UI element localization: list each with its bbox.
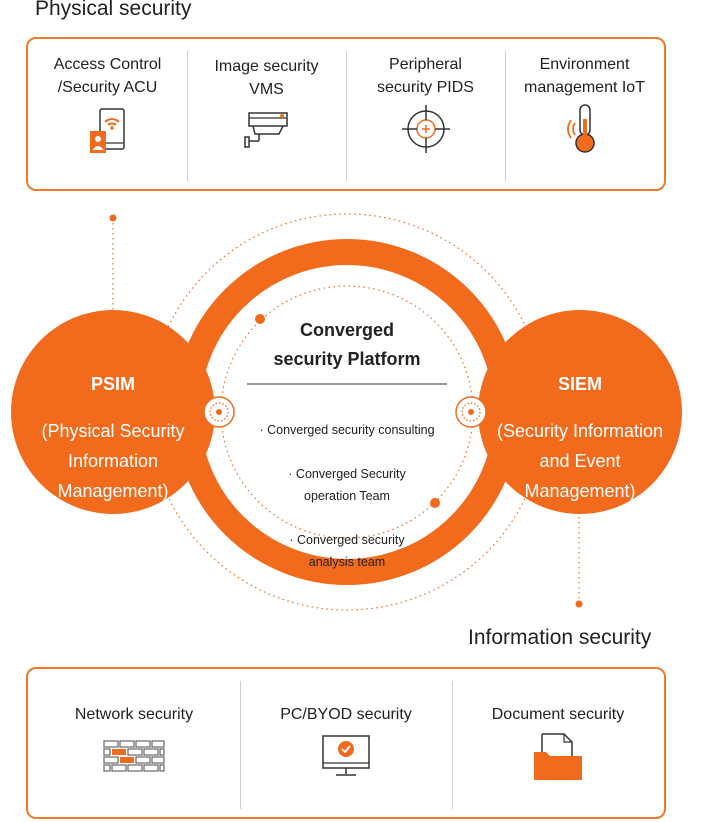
pc-byod-security-label: PC/BYOD security (280, 706, 412, 723)
environment-management-label: Environment management IoT (524, 56, 645, 96)
peripheral-security-label: Peripheral security PIDS (377, 56, 474, 96)
crosshair-icon (401, 105, 450, 153)
psim-subtitle: (Physical Security Information Managemen… (41, 421, 185, 501)
psim-text: PSIM (Physical Security Information Mana… (18, 352, 208, 524)
firewall-icon (103, 740, 165, 772)
physical-security-title: Physical security (35, 0, 192, 20)
access-control-label: Access Control /Security ACU (53, 56, 162, 96)
image-security-label: Image security VMS (214, 58, 319, 98)
image-security-item[interactable]: Image security VMS (187, 39, 346, 189)
center-title: Converged security Platform (273, 320, 421, 369)
siem-circle (478, 310, 682, 514)
orbit-dot-top (255, 314, 265, 324)
access-control-item[interactable]: Access Control /Security ACU (28, 39, 187, 189)
siem-subtitle: (Security Information and Event Manageme… (496, 421, 664, 501)
document-security-item[interactable]: Document security (452, 669, 664, 817)
document-folder-icon (534, 733, 582, 780)
siem-title: SIEM (557, 374, 602, 394)
siem-connector-dot (575, 600, 583, 608)
orbit-dot-bottom (430, 498, 440, 508)
network-security-item[interactable]: Network security (28, 669, 240, 817)
pc-byod-security-item[interactable]: PC/BYOD security (240, 669, 452, 817)
physical-security-panel: Access Control /Security ACU Image secur… (26, 37, 666, 191)
center-list-item: · Converged security consulting (259, 423, 435, 437)
psim-connector-dot (109, 214, 117, 222)
psim-circle (11, 310, 215, 514)
siem-text: SIEM (Security Information and Event Man… (480, 352, 680, 524)
information-security-panel: Network security PC/BYOD security (26, 667, 666, 819)
information-security-title: Information security (468, 626, 652, 649)
right-node-icon (455, 396, 487, 428)
center-list-item: · Converged security analysis team (289, 533, 405, 569)
cctv-camera-icon (243, 112, 288, 148)
center-list: · Converged security consulting · Conver… (237, 397, 457, 595)
psim-title: PSIM (90, 374, 135, 394)
peripheral-security-item[interactable]: Peripheral security PIDS (346, 39, 505, 189)
center-list-item: · Converged Security operation Team (288, 467, 406, 503)
document-security-label: Document security (491, 706, 625, 723)
phone-access-icon (89, 108, 125, 153)
network-security-label: Network security (74, 706, 194, 723)
monitor-check-icon (322, 735, 370, 776)
left-node-icon (203, 396, 235, 428)
thermometer-icon (566, 104, 595, 153)
environment-management-item[interactable]: Environment management IoT (505, 39, 664, 189)
